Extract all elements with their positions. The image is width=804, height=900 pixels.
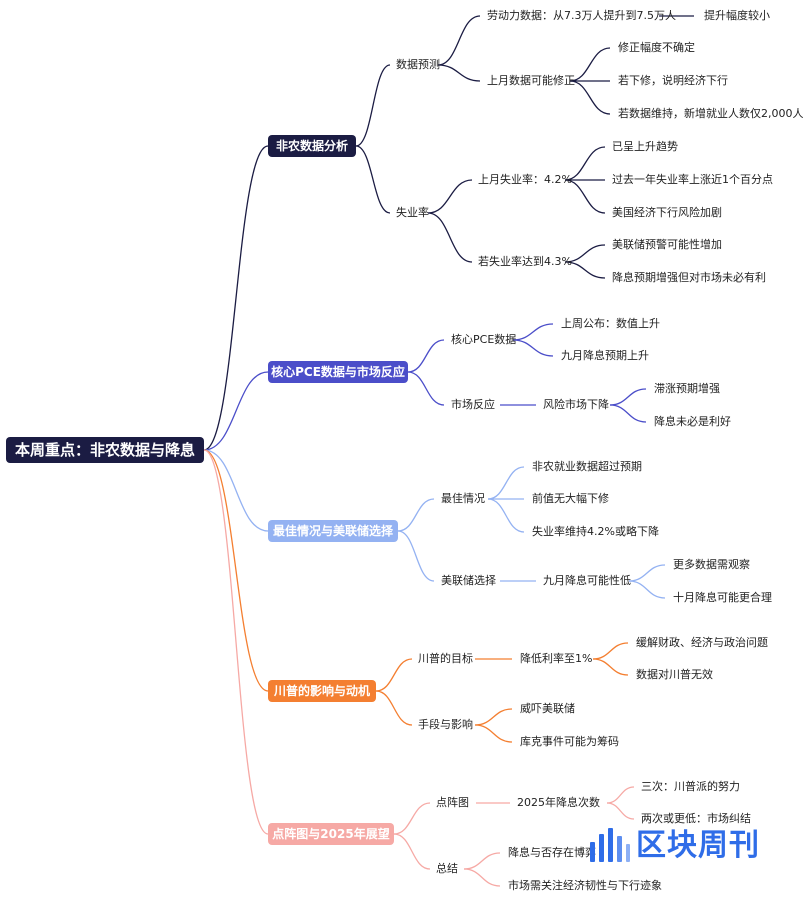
node-small-increase: 提升幅度较小 xyxy=(704,9,770,22)
node-summary: 总结 xyxy=(436,862,458,875)
connector-line xyxy=(487,498,525,533)
node-pce-released: 上周公布：数值上升 xyxy=(561,317,660,330)
connector-line xyxy=(564,179,606,214)
connector-line xyxy=(393,833,431,870)
node-uptrend: 已呈上升趋势 xyxy=(612,140,678,153)
connector-line xyxy=(463,868,501,887)
connector-line xyxy=(474,708,513,726)
node-2025-cuts: 2025年降息次数 xyxy=(517,796,600,809)
connector-line xyxy=(427,212,473,263)
connector-line xyxy=(427,179,473,214)
node-no-big-revision: 前值无大幅下修 xyxy=(532,492,609,505)
connector-line xyxy=(203,449,269,532)
connector-line xyxy=(355,64,391,147)
node-rate-1pct: 降低利率至1% xyxy=(520,652,593,665)
connector-line xyxy=(393,802,431,835)
node-data-maintained: 若数据维持，新增就业人数仅2,000人 xyxy=(618,107,804,120)
connector-line xyxy=(474,724,513,743)
connector-line xyxy=(564,146,606,181)
node-best-case: 最佳情况 xyxy=(441,492,485,505)
node-stagflation: 滞涨预期增强 xyxy=(654,382,720,395)
connector-line xyxy=(487,466,525,500)
node-cook-event: 库克事件可能为筹码 xyxy=(520,735,619,748)
node-revision-uncertain: 修正幅度不确定 xyxy=(618,41,695,54)
connector-line xyxy=(407,339,445,373)
node-oct-cut: 十月降息可能更合理 xyxy=(673,591,772,604)
node-sept-cut-low: 九月降息可能性低 xyxy=(543,574,631,587)
node-sept-cut-up: 九月降息预期上升 xyxy=(561,349,649,362)
node-downside-risk: 美国经济下行风险加剧 xyxy=(612,206,722,219)
node-unemployment-stable: 失业率维持4.2%或略下降 xyxy=(532,525,659,538)
connector-line xyxy=(375,690,413,726)
connector-line xyxy=(437,64,481,82)
connector-line xyxy=(609,388,647,406)
connector-line xyxy=(564,261,606,279)
connector-line xyxy=(564,244,606,263)
connector-line xyxy=(569,80,611,115)
connector-line xyxy=(592,642,629,660)
node-last-unemployment: 上月失业率：4.2% xyxy=(478,173,572,186)
node-downward-revision: 若下修，说明经济下行 xyxy=(618,74,728,87)
connector-line xyxy=(592,658,629,676)
node-more-data: 更多数据需观察 xyxy=(673,558,750,571)
node-two-or-less: 两次或更低：市场纠结 xyxy=(641,812,751,825)
node-fed-warning: 美联储预警可能性增加 xyxy=(612,238,722,251)
root-node: 本周重点：非农数据与降息 xyxy=(6,437,204,463)
node-year-rise: 过去一年失业率上涨近1个百分点 xyxy=(612,173,773,186)
node-data-useless: 数据对川普无效 xyxy=(636,668,713,681)
node-unemployment: 失业率 xyxy=(396,206,429,219)
connector-line xyxy=(203,449,269,692)
node-nfp-beat: 非农就业数据超过预期 xyxy=(532,460,642,473)
connector-line xyxy=(606,786,635,804)
connector-line xyxy=(355,145,391,214)
branch-best-case-fed: 最佳情况与美联储选择 xyxy=(268,520,398,542)
connector-line xyxy=(569,47,611,82)
connector-line xyxy=(512,339,554,357)
node-last-month-revision: 上月数据可能修正 xyxy=(487,74,575,87)
node-cut-expectation: 降息预期增强但对市场未必有利 xyxy=(612,271,766,284)
node-data-forecast: 数据预测 xyxy=(396,58,440,71)
connector-line xyxy=(203,449,269,835)
connector-line xyxy=(397,530,435,582)
node-means-impact: 手段与影响 xyxy=(418,718,473,731)
node-unemployment-43: 若失业率达到4.3% xyxy=(478,255,572,268)
branch-dotplot-2025: 点阵图与2025年展望 xyxy=(268,823,394,845)
node-intimidate-fed: 威吓美联储 xyxy=(520,702,575,715)
node-watch-economy: 市场需关注经济韧性与下行迹象 xyxy=(508,879,662,892)
connector-line xyxy=(609,404,647,423)
node-labor-data: 劳动力数据：从7.3万人提升到7.5万人 xyxy=(487,9,676,22)
connector-line xyxy=(407,371,445,406)
branch-core-pce: 核心PCE数据与市场反应 xyxy=(268,361,408,383)
node-risk-market-down: 风险市场下降 xyxy=(543,398,609,411)
node-three-cuts: 三次：川普派的努力 xyxy=(641,780,740,793)
connector-line xyxy=(203,371,269,451)
node-cut-game: 降息与否存在博弈 xyxy=(508,846,596,859)
connector-line xyxy=(463,852,501,870)
connector-line xyxy=(397,498,435,532)
node-ease-problems: 缓解财政、经济与政治问题 xyxy=(636,636,768,649)
connector-line xyxy=(628,564,666,582)
node-market-reaction: 市场反应 xyxy=(451,398,495,411)
connector-line xyxy=(628,580,666,599)
connector-line xyxy=(203,145,269,451)
connector-line xyxy=(375,658,413,692)
branch-trump-influence: 川普的影响与动机 xyxy=(268,680,376,702)
logo-text: 区块周刊 xyxy=(636,828,760,863)
node-fed-choice: 美联储选择 xyxy=(441,574,496,587)
node-core-pce-data: 核心PCE数据 xyxy=(451,333,517,346)
watermark-logo: 区块周刊 xyxy=(588,826,778,866)
bars-logo-icon xyxy=(590,828,630,862)
connector-line xyxy=(437,15,481,66)
connector-line xyxy=(512,323,554,341)
connector-line xyxy=(606,802,635,820)
node-trump-goal: 川普的目标 xyxy=(418,652,473,665)
node-cut-not-bullish: 降息未必是利好 xyxy=(654,415,731,428)
node-dot-plot: 点阵图 xyxy=(436,796,469,809)
branch-nonfarm-analysis: 非农数据分析 xyxy=(268,135,356,157)
